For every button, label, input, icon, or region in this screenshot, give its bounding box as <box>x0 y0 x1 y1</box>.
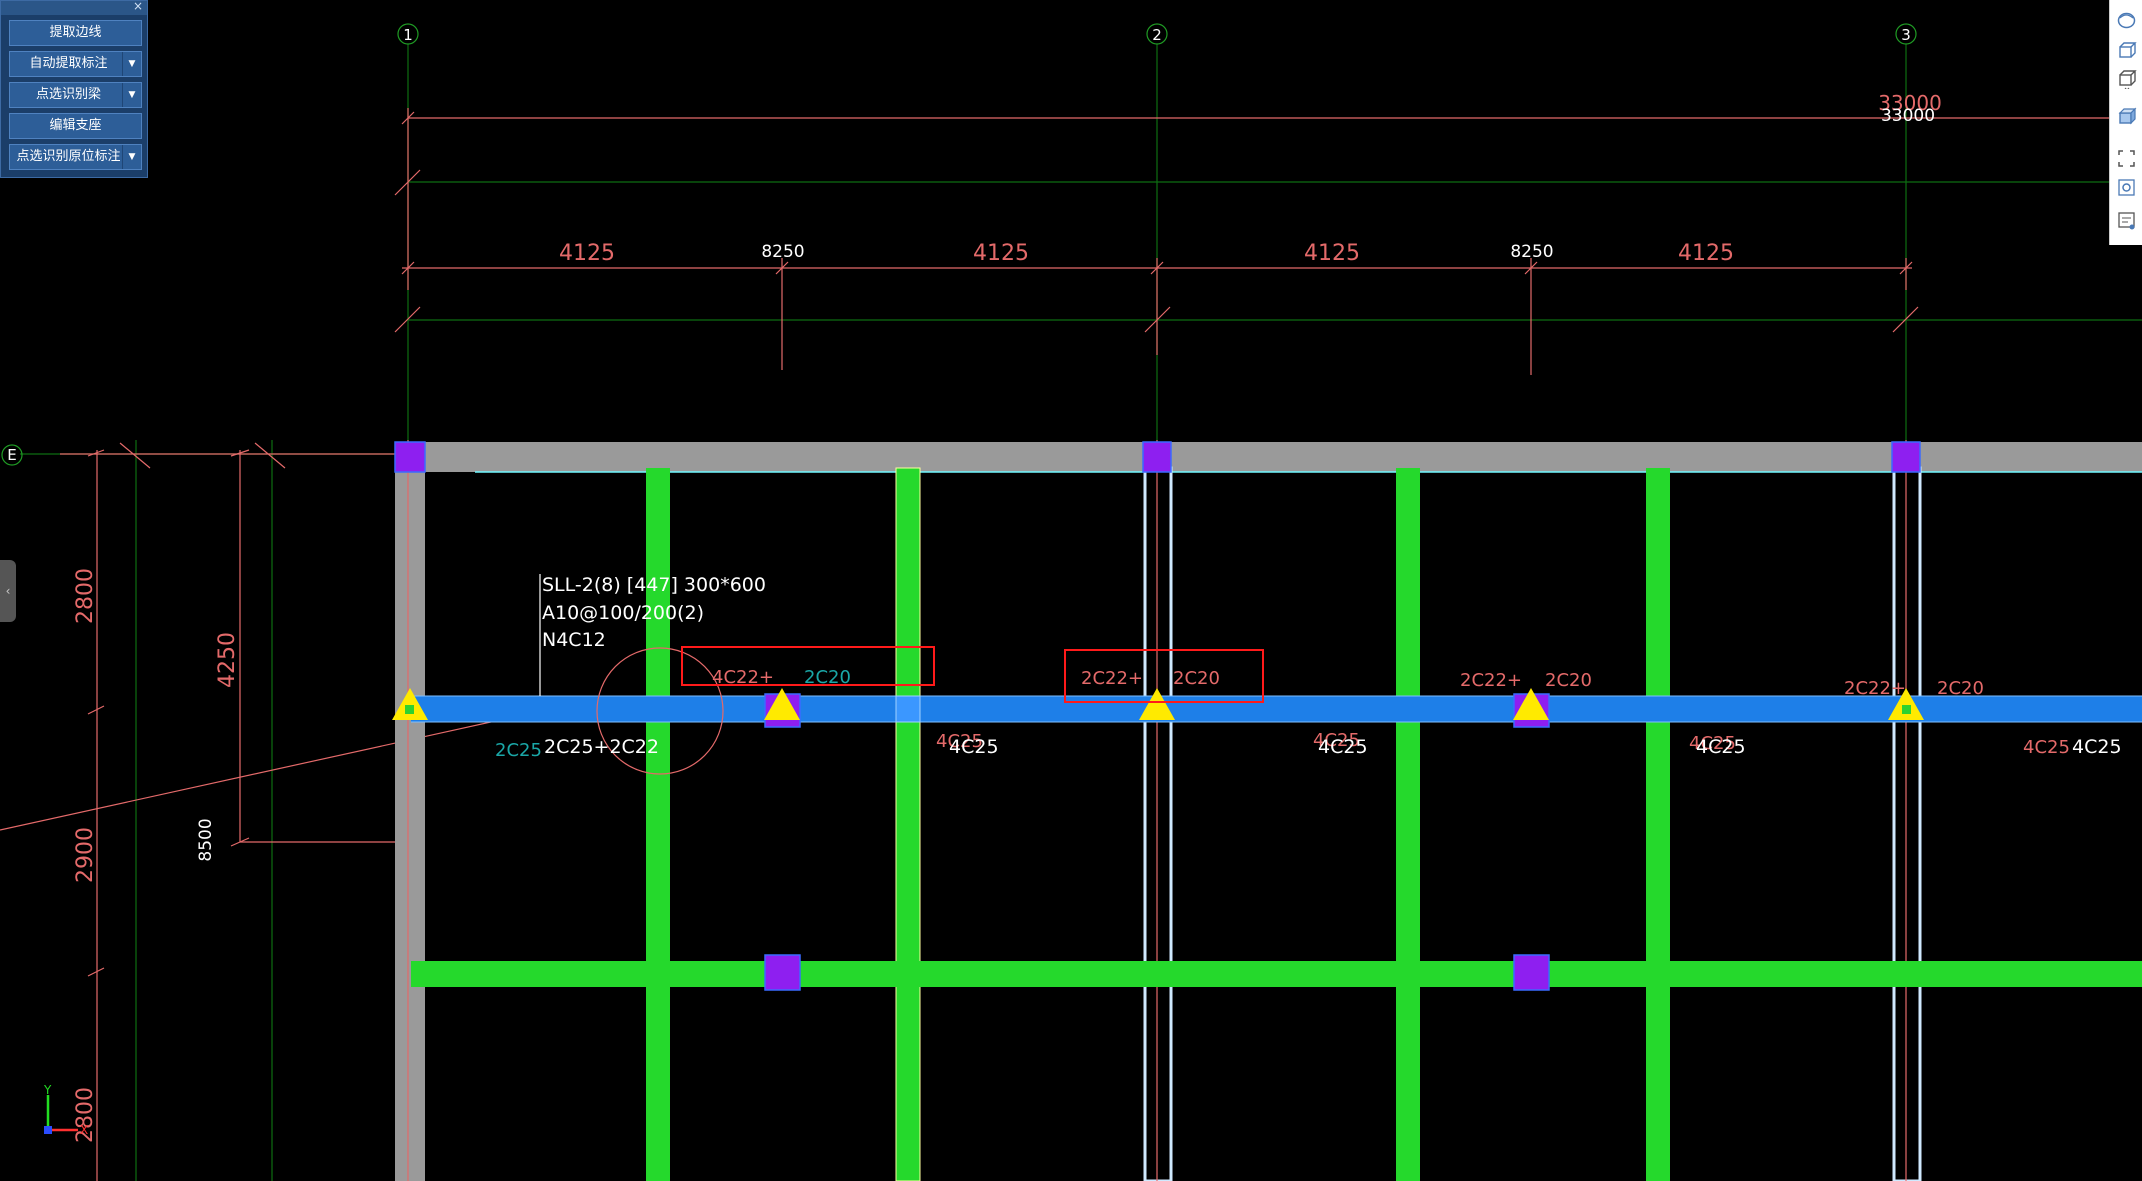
dim-segment-5: 8250 <box>1510 242 1553 262</box>
pick-identify-inplace-annotation-label: 点选识别原位标注 <box>16 149 121 164</box>
ucs-y-label: Y <box>43 1083 52 1097</box>
chevron-down-icon[interactable]: ▼ <box>122 145 141 169</box>
dim-segment-4: 4125 <box>1304 241 1360 266</box>
close-icon[interactable]: × <box>132 0 143 13</box>
rebar-top-2a: 2C22+ <box>1081 668 1143 689</box>
axis-label-1: 1 <box>403 26 413 44</box>
command-panel-titlebar[interactable]: × <box>1 0 147 15</box>
rebar-bottom-2: 4C25 <box>1318 736 1368 758</box>
grid-lines <box>20 44 2142 1181</box>
view-toolbar <box>2109 0 2142 245</box>
chevron-down-icon[interactable]: ▼ <box>122 52 141 76</box>
rebar-top-1a: 4C22+ <box>712 667 774 688</box>
dim-left-4: 2800 <box>73 1087 98 1143</box>
dim-overall-white: 33000 <box>1881 106 1935 126</box>
highlight-box-2 <box>1064 649 1264 703</box>
dim-segment-6: 4125 <box>1678 241 1734 266</box>
rebar-bottom-left-white: 2C25+2C22 <box>544 736 659 758</box>
green-vertical-beams[interactable] <box>646 467 1670 1181</box>
dim-left-1: 2800 <box>73 568 98 624</box>
green-horizontal-beam[interactable] <box>411 961 2142 987</box>
properties-icon[interactable] <box>2116 210 2137 231</box>
beam-label-line2: A10@100/200(2) <box>542 602 704 624</box>
rebar-top-3a: 2C22+ <box>1460 670 1522 691</box>
dim-segment-3: 4125 <box>973 241 1029 266</box>
pick-identify-inplace-annotation-button[interactable]: 点选识别原位标注 ▼ <box>9 144 142 170</box>
highlight-box-1 <box>681 646 935 686</box>
dim-overall-red: 33000 <box>1878 91 1942 115</box>
grey-beams <box>395 442 2142 1181</box>
rebar-bottom-4: 4C25 <box>2072 736 2122 758</box>
support-triangles[interactable] <box>392 688 1924 720</box>
3d-box-icon[interactable] <box>2116 40 2137 61</box>
settings-icon[interactable] <box>2116 177 2137 198</box>
chevron-down-icon[interactable]: ▼ <box>122 83 141 107</box>
rebar-bottom-red-3: 4C25 <box>1689 733 1736 754</box>
fullscreen-icon[interactable] <box>2116 148 2137 169</box>
ucs-icon: Y X <box>43 1083 88 1137</box>
beam-label-line1: SLL-2(8) [447] 300*600 <box>542 574 766 596</box>
edit-support-button[interactable]: 编辑支座 <box>9 113 142 139</box>
rebar-top-3b: 2C20 <box>1545 670 1592 691</box>
solid-box-icon[interactable] <box>2116 106 2137 127</box>
rebar-bottom-3: 4C25 <box>1696 736 1746 758</box>
extract-edge-button[interactable]: 提取边线 <box>9 20 142 46</box>
ucs-x-label: X <box>80 1123 88 1137</box>
edit-support-label: 编辑支座 <box>49 118 102 133</box>
auto-extract-annotation-button[interactable]: 自动提取标注 ▼ <box>9 51 142 77</box>
dim-left-2: 4250 <box>215 632 240 688</box>
axis-label-2: 2 <box>1152 26 1162 44</box>
dimension-lines <box>0 108 2120 1181</box>
white-vertical-beams[interactable] <box>407 440 1922 1181</box>
command-panel: × 提取边线 自动提取标注 ▼ 点选识别梁 ▼ 编辑支座 点选识别原位标注 ▼ <box>0 0 148 178</box>
rebar-top-4a: 2C22+ <box>1844 678 1906 699</box>
extract-edge-label: 提取边线 <box>49 25 102 40</box>
beam-label-line3: N4C12 <box>542 629 606 651</box>
axis-label-3: 3 <box>1901 26 1911 44</box>
axis-label-e-left: E <box>7 446 16 464</box>
rebar-bottom-1: 4C25 <box>949 736 999 758</box>
rebar-top-4b: 2C20 <box>1937 678 1984 699</box>
dim-left-3: 2900 <box>73 827 98 883</box>
side-collapse-tab[interactable]: ‹ <box>0 560 16 622</box>
view-cube-icon[interactable] <box>2116 10 2137 31</box>
selection-circle <box>596 647 724 775</box>
rebar-bottom-red-2: 4C25 <box>1313 730 1360 751</box>
box-icon[interactable] <box>2116 68 2137 91</box>
dim-segment-1: 4125 <box>559 241 615 266</box>
dim-segment-2: 8250 <box>761 242 804 262</box>
rebar-bottom-left-cyan: 2C25 <box>495 740 542 761</box>
auto-extract-annotation-label: 自动提取标注 <box>29 56 108 71</box>
axis-bubbles <box>1 23 2139 1180</box>
pick-identify-beam-button[interactable]: 点选识别梁 ▼ <box>9 82 142 108</box>
rebar-bottom-red-1: 4C25 <box>936 731 983 752</box>
rebar-bottom-red-4: 4C25 <box>2023 737 2070 758</box>
dim-left-white: 8500 <box>196 818 216 861</box>
rebar-top-1b: 2C20 <box>804 667 851 688</box>
selected-blue-beam[interactable] <box>411 695 2142 723</box>
rebar-top-2b: 2C20 <box>1173 668 1220 689</box>
pick-identify-beam-label: 点选识别梁 <box>35 87 101 102</box>
